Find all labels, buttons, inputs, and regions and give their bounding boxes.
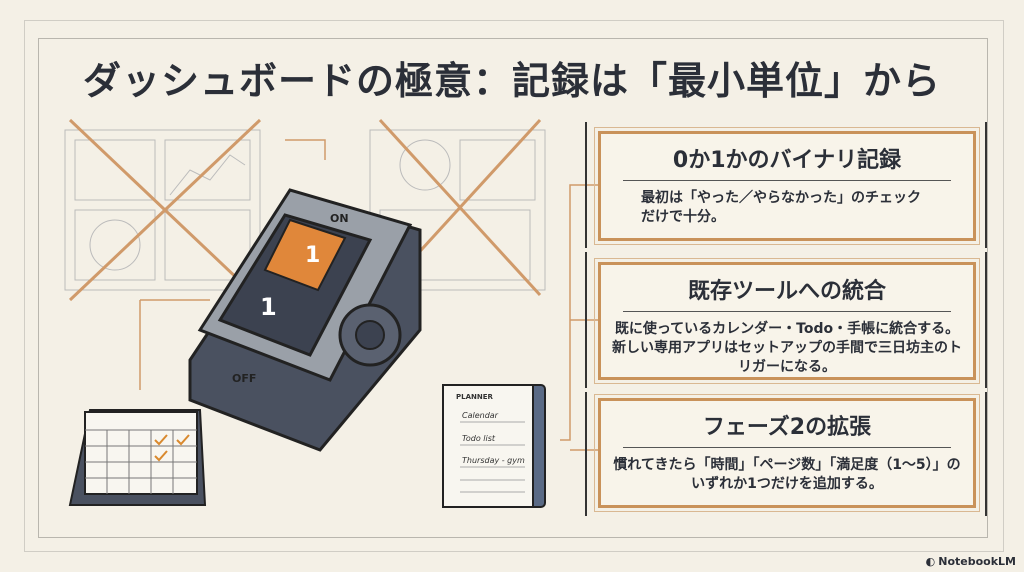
switch-value-top: 1 — [305, 243, 320, 268]
planner-line: Todo list — [462, 434, 496, 443]
card-heading: 0か1かのバイナリ記録 — [623, 142, 951, 181]
card-body: 慣れてきたら「時間」「ページ数」「満足度（1〜5）」のいずれか1つだけを追加する… — [613, 457, 961, 492]
switch-value-bottom: 1 — [260, 293, 277, 321]
switch-icon: 1 1 ON OFF — [188, 188, 422, 452]
bracket — [585, 252, 987, 388]
brand-label: NotebookLM — [938, 555, 1016, 568]
card-heading: フェーズ2の拡張 — [623, 409, 951, 448]
planner-icon: PLANNER Calendar Todo list Thursday - gy… — [442, 384, 546, 508]
card-phase2: フェーズ2の拡張 慣れてきたら「時間」「ページ数」「満足度（1〜5）」のいずれか… — [594, 394, 980, 512]
bracket — [585, 392, 987, 516]
planner-line: Calendar — [462, 411, 499, 420]
notebooklm-logo: ◐ NotebookLM — [926, 555, 1016, 568]
page-title: ダッシュボードの極意：記録は「最小単位」から — [82, 59, 941, 103]
card-tool-integration: 既存ツールへの統合 既に使っているカレンダー・Todo・手帳に統合する。新しい専… — [594, 258, 980, 384]
connector-lines — [139, 139, 598, 451]
card-heading: 既存ツールへの統合 — [623, 273, 951, 312]
planner-line: Thursday - gym — [462, 456, 525, 465]
bracket — [585, 122, 987, 248]
notebooklm-icon: ◐ — [925, 555, 936, 568]
card-body: 最初は「やった／やらなかった」のチェックだけで十分。 — [641, 190, 921, 225]
switch-on-label: ON — [330, 212, 349, 225]
crossed-dashboard-left — [64, 118, 262, 302]
planner-label: PLANNER — [456, 393, 494, 401]
calendar-icon — [68, 409, 207, 506]
card-binary-record: 0か1かのバイナリ記録 最初は「やった／やらなかった」のチェックだけで十分。 — [594, 127, 980, 245]
outer-frame — [24, 20, 1004, 552]
switch-off-label: OFF — [232, 372, 256, 385]
card-body: 既に使っているカレンダー・Todo・手帳に統合する。新しい専用アプリはセットアッ… — [612, 321, 962, 375]
inner-frame — [38, 38, 988, 538]
